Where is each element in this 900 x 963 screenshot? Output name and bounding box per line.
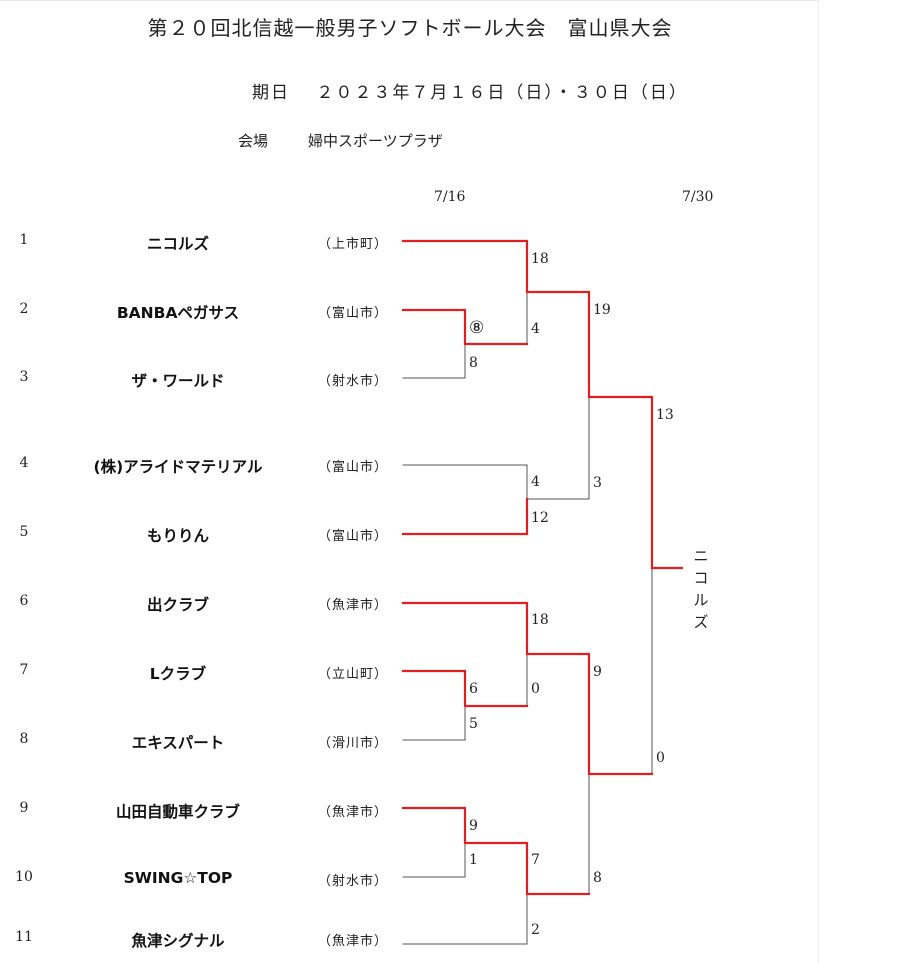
bracket-line-lose [402, 842, 466, 878]
team-name: 出クラブ [146, 596, 209, 614]
venue-label: 会場 [238, 132, 269, 150]
champion-char: ニ [693, 547, 709, 565]
bracket-line-lose [464, 653, 528, 707]
team-seed: 9 [19, 800, 29, 816]
team-pref: （魚津市） [317, 598, 388, 613]
team-name: エキスパート [131, 734, 225, 752]
bracket-line-win [401, 308, 529, 346]
score: ⑧ [469, 318, 485, 338]
score: 4 [531, 474, 540, 490]
team-seed: 1 [19, 232, 29, 248]
score: 18 [531, 251, 549, 267]
team-name: ザ・ワールド [131, 372, 225, 390]
team-pref: （射水市） [317, 874, 388, 889]
date-value: ２０２３年７月１６日（日）・３０日（日） [316, 83, 688, 103]
bracket-line-win [401, 669, 529, 708]
score: 12 [531, 510, 549, 526]
score: 2 [531, 922, 540, 938]
champion-char: コ [693, 569, 709, 587]
score: 6 [469, 681, 478, 697]
team-name: 山田自動車クラブ [115, 803, 240, 821]
team-seed: 5 [19, 524, 29, 540]
team-pref: （魚津市） [317, 805, 388, 820]
bracket-line-win [401, 601, 654, 776]
right-border [818, 0, 819, 963]
team-name: BANBAペガサス [116, 304, 240, 322]
bracket-line-lose [402, 705, 466, 741]
team-pref: （富山市） [317, 460, 388, 475]
score: 5 [469, 716, 478, 732]
bracket-line-lose [402, 893, 528, 945]
page-title: 第２０回北信越一般男子ソフトボール大会 富山県大会 [147, 16, 673, 40]
bracket-line-lose [526, 396, 590, 500]
venue-value: 婦中スポーツプラザ [308, 132, 443, 150]
score: 0 [531, 681, 540, 697]
date-line: 期日 ２０２３年７月１６日（日）・３０日（日） [252, 78, 688, 103]
team-seed: 3 [19, 369, 29, 385]
team-seed: 10 [15, 869, 33, 885]
team-seed: 8 [19, 731, 29, 747]
team-seed: 2 [19, 301, 29, 317]
team-name: SWING☆TOP [123, 869, 233, 887]
team-pref: （上市町） [317, 237, 388, 252]
team-pref: （立山町） [317, 667, 388, 682]
score: 8 [469, 355, 478, 371]
team-pref: （射水市） [317, 374, 388, 389]
team-pref: （富山市） [317, 306, 388, 321]
champion-name: ニ コ ル ズ [690, 545, 712, 633]
score: 13 [656, 407, 674, 423]
team-pref: （滑川市） [317, 736, 388, 751]
score: 18 [531, 612, 549, 628]
score: 0 [656, 750, 665, 766]
team-name: Lクラブ [149, 665, 207, 683]
team-seed: 11 [15, 929, 33, 945]
team-name: ニコルズ [146, 235, 209, 253]
champion-char: ル [693, 591, 709, 609]
team-pref: （富山市） [317, 529, 388, 544]
round-date-1: 7/16 [434, 189, 466, 205]
bracket-line-lose [402, 464, 528, 500]
team-pref: （魚津市） [317, 934, 388, 949]
team-seed: 7 [19, 662, 29, 678]
score: 9 [469, 818, 478, 834]
team-seed: 4 [19, 455, 29, 471]
score: 7 [531, 852, 540, 868]
score: 9 [593, 664, 602, 680]
bracket-line-lose [402, 343, 466, 379]
team-name: もりりん [146, 527, 209, 545]
score: 3 [593, 475, 602, 491]
team-name: 魚津シグナル [131, 932, 225, 950]
team-seed: 6 [19, 593, 29, 609]
date-label: 期日 [252, 83, 290, 103]
bracket-line-win [401, 806, 591, 896]
round-date-2: 7/30 [682, 189, 714, 205]
champion-char: ズ [693, 613, 709, 631]
score: 4 [531, 321, 540, 337]
venue-line: 会場 婦中スポーツプラザ [238, 130, 443, 151]
bracket-line-win [401, 239, 684, 570]
team-name: (株)アライドマテリアル [93, 458, 263, 476]
top-border [0, 0, 818, 1]
score: 19 [593, 302, 611, 318]
score: 8 [593, 870, 602, 886]
score: 1 [469, 852, 478, 868]
bracket-line-win [401, 497, 529, 536]
